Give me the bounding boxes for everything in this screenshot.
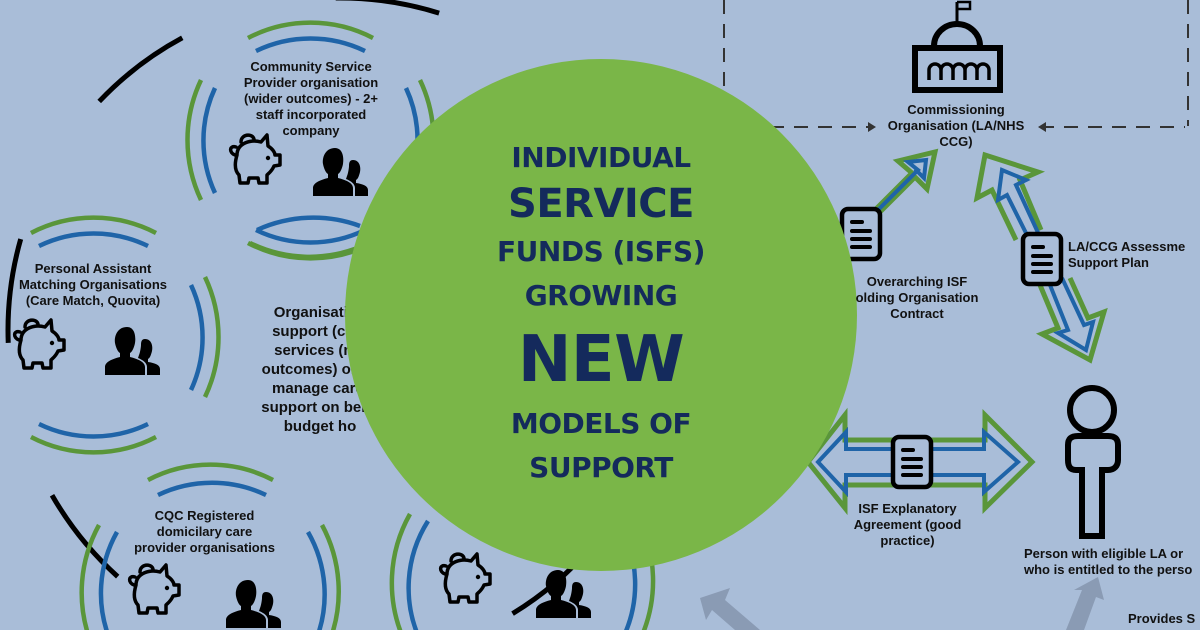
title-line-individual: INDIVIDUAL xyxy=(511,141,691,174)
document-icon xyxy=(1023,234,1061,284)
assessment-arrow xyxy=(973,151,1108,364)
title-circle: INDIVIDUAL SERVICE FUNDS (ISFS) GROWING … xyxy=(345,59,857,571)
ring-personal-assistant xyxy=(29,215,221,455)
provider-label-personal-assistant: Personal Assistant Matching Organisation… xyxy=(18,261,168,308)
provider-label-community-service: Community Service Provider organisation … xyxy=(243,59,379,138)
arrowhead-left-icon xyxy=(1038,122,1046,132)
piggy-bank-icon xyxy=(228,133,282,185)
grey-arrow-right-icon xyxy=(1066,577,1104,630)
provides-label: Provides S xyxy=(1128,611,1196,626)
title-line-new: NEW xyxy=(517,323,685,397)
title-line-service: SERVICE xyxy=(508,181,694,227)
grey-arrow-left-icon xyxy=(700,588,760,630)
people-icon xyxy=(226,580,281,628)
ring-organisation-support xyxy=(249,215,361,259)
title-line-funds: FUNDS (ISFS) xyxy=(497,235,705,268)
title-line-models-of: MODELS OF xyxy=(510,407,692,440)
piggy-bank-icon xyxy=(438,552,492,604)
contract-label: Overarching ISF olding Organisation Cont… xyxy=(855,274,979,321)
people-icon xyxy=(313,148,368,196)
government-building-icon xyxy=(912,0,1003,93)
document-icon xyxy=(893,437,931,487)
commissioning-dashed-frame xyxy=(723,0,1189,128)
ring-cqc-registered xyxy=(79,462,341,630)
title-line-support: SUPPORT xyxy=(529,451,673,484)
organisation-support-label: Organisation support (care services (mo … xyxy=(261,304,379,435)
agreement-label: ISF Explanatory Agreement (good practice… xyxy=(853,501,962,548)
agreement-arrow xyxy=(804,407,1036,516)
title-line-growing: GROWING xyxy=(524,279,678,312)
piggy-bank-icon xyxy=(12,318,66,370)
arrowhead-right-icon xyxy=(868,122,876,132)
piggy-bank-icon xyxy=(127,563,181,615)
commissioning-label: Commissioning Organisation (LA/NHS CCG) xyxy=(887,102,1025,149)
person-icon xyxy=(1065,385,1121,539)
assessment-label: LA/CCG Assessme Support Plan xyxy=(1068,239,1186,270)
person-label: Person with eligible LA or who is entitl… xyxy=(1024,546,1193,577)
people-icon xyxy=(105,327,160,375)
provider-label-cqc-registered: CQC Registered domicilary care provider … xyxy=(134,508,275,555)
